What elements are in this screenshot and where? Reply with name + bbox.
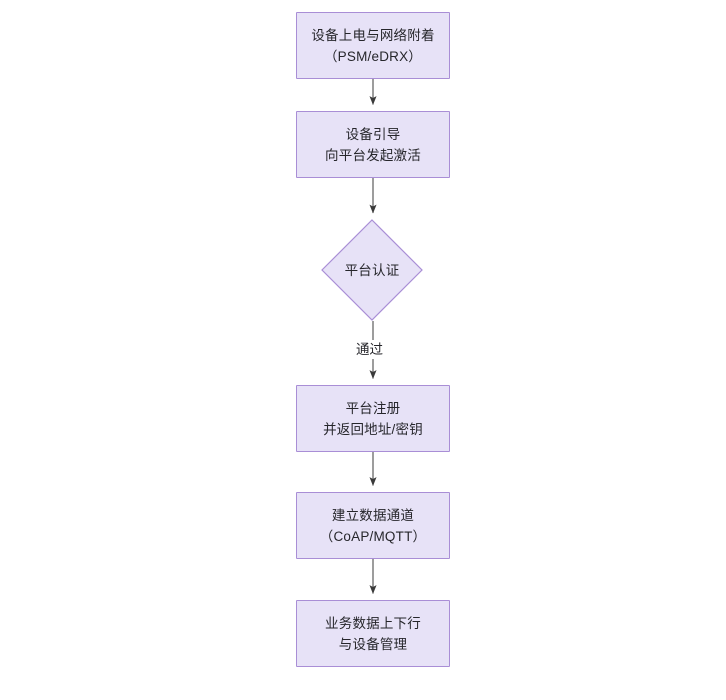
node-platform-register[interactable]: 平台注册 并返回地址/密钥 xyxy=(296,385,450,452)
node-establish-data-channel[interactable]: 建立数据通道 （CoAP/MQTT） xyxy=(296,492,450,559)
node-label-platform-register: 平台注册 并返回地址/密钥 xyxy=(323,400,423,437)
node-label-device-power-on: 设备上电与网络附着 （PSM/eDRX） xyxy=(311,27,435,64)
node-label-platform-auth: 平台认证 xyxy=(344,262,400,278)
diamond-shape-icon xyxy=(321,219,423,321)
node-label-establish-data-channel: 建立数据通道 （CoAP/MQTT） xyxy=(319,507,427,544)
decision-label-wrap: 平台认证 xyxy=(321,219,423,321)
node-business-data-and-device-mgmt[interactable]: 业务数据上下行 与设备管理 xyxy=(296,600,450,667)
node-platform-auth-decision[interactable]: 平台认证 xyxy=(321,219,423,321)
node-label-business-data-and-device-mgmt: 业务数据上下行 与设备管理 xyxy=(325,615,421,652)
node-device-power-on[interactable]: 设备上电与网络附着 （PSM/eDRX） xyxy=(296,12,450,79)
node-device-bootstrap[interactable]: 设备引导 向平台发起激活 xyxy=(296,111,450,178)
node-label-device-bootstrap: 设备引导 向平台发起激活 xyxy=(325,126,421,163)
edge-label-pass: 通过 xyxy=(353,340,386,359)
